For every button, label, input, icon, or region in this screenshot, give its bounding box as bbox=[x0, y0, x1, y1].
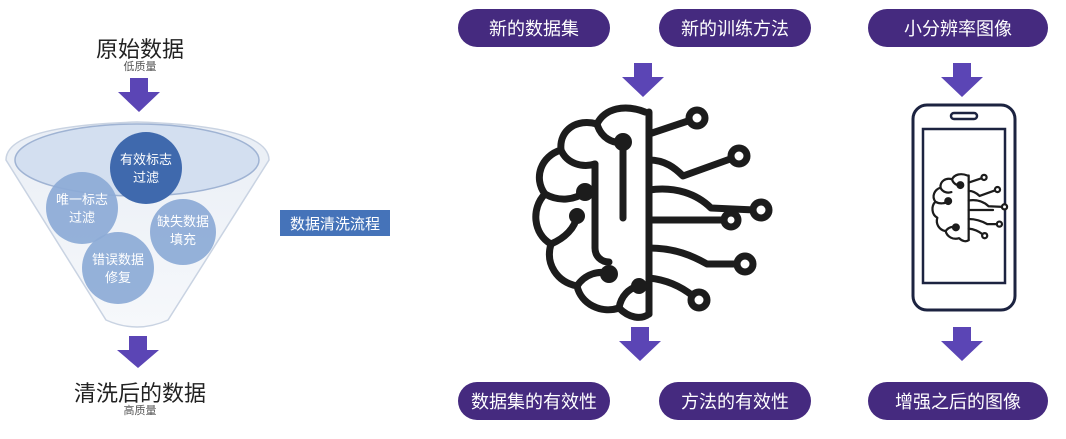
svg-text:填充: 填充 bbox=[170, 232, 196, 248]
down-arrow-icon bbox=[619, 327, 661, 361]
pill-method-effectiveness: 方法的有效性 bbox=[659, 382, 811, 420]
cleaning-funnel: 有效标志 过滤 唯一标志 过滤 缺失数据 填充 错误数据 修复 bbox=[5, 121, 270, 328]
small-brain-icon bbox=[931, 173, 1009, 243]
pill-dataset-effectiveness: 数据集的有效性 bbox=[458, 382, 610, 420]
cleaned-data-subtitle: 高质量 bbox=[123, 404, 157, 417]
smartphone-icon bbox=[911, 103, 1017, 312]
brain-nodes bbox=[569, 133, 647, 294]
circle-valid-flag-filter: 有效标志 过滤 bbox=[110, 132, 182, 204]
down-arrow-icon bbox=[941, 327, 983, 361]
svg-text:过滤: 过滤 bbox=[133, 171, 159, 186]
pill-new-training-method: 新的训练方法 bbox=[659, 9, 811, 47]
circle-error-data-repair: 错误数据 修复 bbox=[82, 232, 154, 304]
data-cleaning-process-label: 数据清洗流程 bbox=[280, 210, 390, 236]
down-arrow-icon bbox=[941, 63, 983, 97]
raw-data-subtitle: 低质量 bbox=[123, 60, 157, 73]
circuit-end-nodes bbox=[685, 106, 773, 312]
circle-missing-data-fill: 缺失数据 填充 bbox=[150, 199, 216, 265]
pill-low-resolution-image: 小分辨率图像 bbox=[868, 9, 1048, 47]
svg-text:错误数据: 错误数据 bbox=[92, 253, 144, 268]
down-arrow-icon bbox=[117, 336, 159, 368]
svg-text:缺失数据: 缺失数据 bbox=[157, 215, 209, 230]
svg-text:唯一标志: 唯一标志 bbox=[56, 193, 108, 208]
pill-new-dataset: 新的数据集 bbox=[458, 9, 610, 47]
cleaned-data-title: 清洗后的数据 bbox=[73, 382, 206, 407]
ai-brain-icon bbox=[532, 104, 773, 321]
pill-enhanced-image: 增强之后的图像 bbox=[868, 382, 1048, 420]
raw-data-title: 原始数据 bbox=[95, 38, 184, 63]
circle-unique-flag-filter: 唯一标志 过滤 bbox=[46, 172, 118, 244]
down-arrow-icon bbox=[118, 78, 160, 112]
down-arrow-icon bbox=[622, 63, 664, 97]
svg-text:过滤: 过滤 bbox=[69, 211, 95, 226]
svg-text:有效标志: 有效标志 bbox=[120, 153, 172, 168]
svg-text:修复: 修复 bbox=[105, 271, 131, 286]
